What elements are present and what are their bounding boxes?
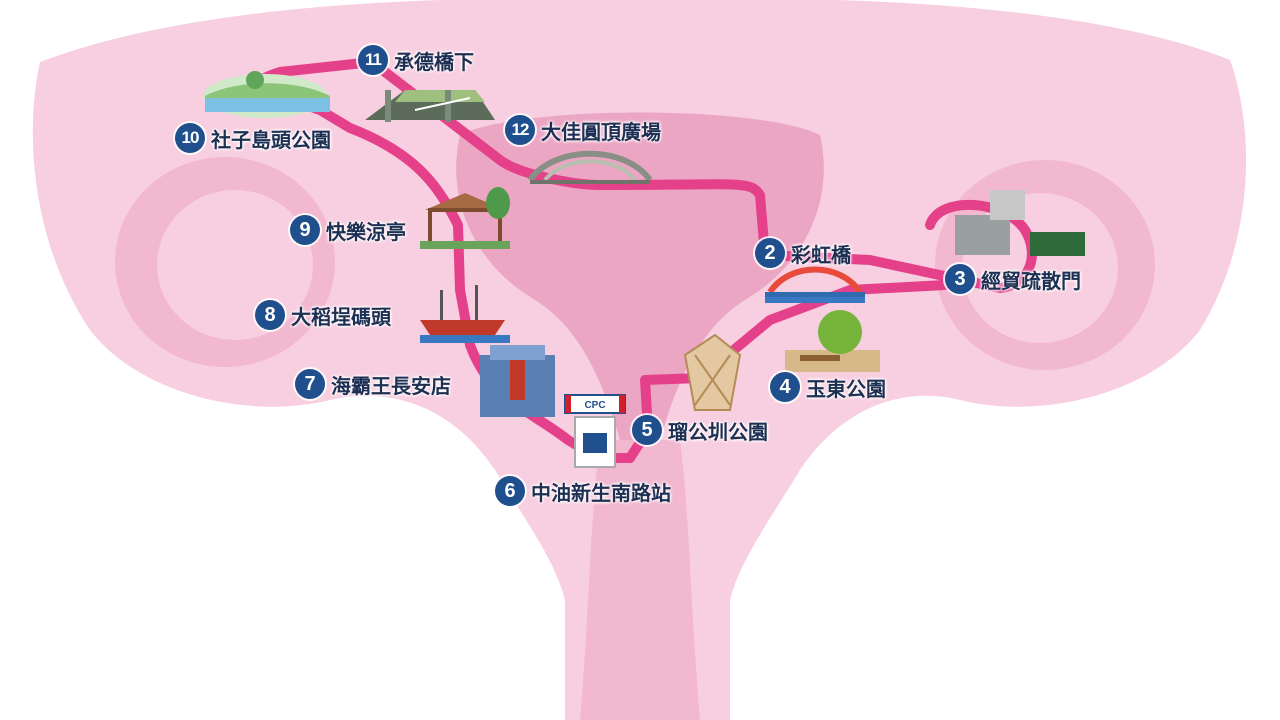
rainbow-bridge-icon: [765, 266, 865, 303]
stop-label: 大稻埕碼頭: [291, 304, 391, 329]
overpass-icon: [365, 90, 495, 122]
stop-label: 彩虹橋: [791, 242, 851, 267]
stop-number-badge: 4: [770, 372, 800, 402]
stop-number-badge: 10: [175, 123, 205, 153]
riverside-park-icon: [203, 71, 330, 118]
organ-shape: [32, 0, 1247, 720]
stop-12[interactable]: 12 大佳圓頂廣場: [505, 115, 661, 145]
stop-number-badge: 3: [945, 264, 975, 294]
stop-label: 玉東公園: [806, 376, 886, 401]
stop-label: 大佳圓頂廣場: [541, 119, 661, 144]
stop-11[interactable]: 11 承德橋下: [358, 45, 474, 75]
stop-number-badge: 5: [632, 415, 662, 445]
stop-label: 快樂涼亭: [326, 219, 406, 244]
stop-number-badge: 2: [755, 238, 785, 268]
stop-9[interactable]: 9 快樂涼亭: [290, 215, 406, 245]
floodgate-icon: [955, 190, 1085, 256]
stop-4[interactable]: 4 玉東公園: [770, 372, 886, 402]
stop-label: 承德橋下: [394, 49, 474, 74]
office-building-icon: [480, 345, 555, 417]
stop-6[interactable]: 6 中油新生南路站: [495, 476, 671, 506]
stop-number-badge: 11: [358, 45, 388, 75]
stop-2[interactable]: 2 彩虹橋: [755, 238, 851, 268]
stop-5[interactable]: 5 瑠公圳公園: [632, 415, 768, 445]
stop-10[interactable]: 10 社子島頭公園: [175, 123, 331, 153]
stop-number-badge: 6: [495, 476, 525, 506]
sailing-ship-icon: [420, 285, 510, 343]
stop-number-badge: 12: [505, 115, 535, 145]
stop-label: 社子島頭公園: [211, 127, 331, 152]
dome-plaza-icon: [527, 150, 653, 184]
stop-label: 瑠公圳公園: [668, 419, 768, 444]
stop-7[interactable]: 7 海霸王長安店: [295, 369, 451, 399]
water-wheel-icon: [683, 333, 742, 411]
stop-label: 海霸王長安店: [331, 373, 451, 398]
stop-3[interactable]: 3 經貿疏散門: [945, 264, 1081, 294]
pavilion-icon: [420, 187, 510, 249]
gas-station-sign-text: CPC: [584, 400, 605, 411]
stop-number-badge: 7: [295, 369, 325, 399]
park-bench-icon: [785, 310, 880, 372]
gas-station-icon: CPC: [564, 394, 626, 468]
stop-8[interactable]: 8 大稻埕碼頭: [255, 300, 391, 330]
stop-number-badge: 8: [255, 300, 285, 330]
stop-label: 經貿疏散門: [981, 268, 1081, 293]
stop-number-badge: 9: [290, 215, 320, 245]
stop-label: 中油新生南路站: [531, 480, 671, 505]
